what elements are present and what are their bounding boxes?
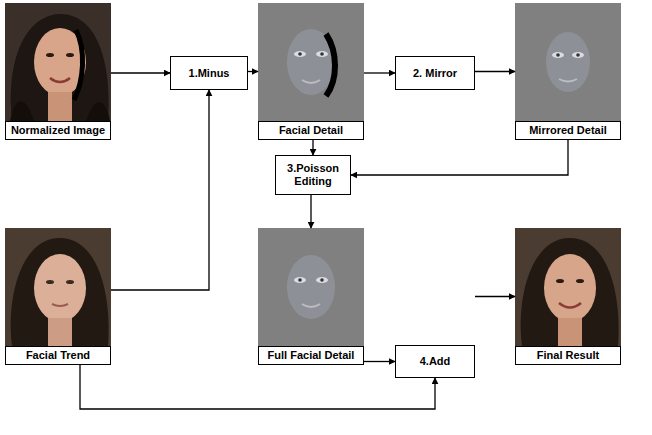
image-panel: Normalized Image bbox=[5, 3, 111, 140]
flow-arrow bbox=[364, 72, 395, 73]
flow-arrow bbox=[475, 71, 515, 72]
portrait-photo bbox=[5, 3, 111, 121]
image-caption-box: Facial Detail bbox=[258, 121, 364, 140]
process-label: 4.Add bbox=[420, 355, 451, 368]
process-label: 2. Mirror bbox=[413, 67, 457, 80]
mirrored-detail-image bbox=[515, 3, 621, 121]
full-facial-detail-image bbox=[258, 228, 364, 346]
flow-arrow bbox=[475, 296, 515, 297]
image-panel: Final Result bbox=[515, 228, 621, 365]
final-result-photo bbox=[515, 228, 621, 346]
facial-trend-photo bbox=[5, 228, 111, 346]
flow-arrow bbox=[310, 195, 311, 228]
flow-arrow bbox=[111, 90, 209, 290]
process-label: 3.Poisson Editing bbox=[280, 162, 346, 187]
process-box: 3.Poisson Editing bbox=[275, 155, 351, 195]
flow-arrow bbox=[248, 71, 258, 72]
image-caption: Normalized Image bbox=[11, 124, 105, 137]
flow-arrow bbox=[80, 365, 435, 409]
image-panel: Facial Detail bbox=[258, 3, 364, 140]
image-caption: Facial Trend bbox=[26, 349, 90, 362]
facial-detail-image bbox=[258, 3, 364, 121]
image-panel: Full Facial Detail bbox=[258, 228, 364, 365]
image-caption-box: Full Facial Detail bbox=[258, 346, 364, 365]
image-panel: Mirrored Detail bbox=[515, 3, 621, 140]
image-caption-box: Mirrored Detail bbox=[515, 121, 621, 140]
image-caption-box: Normalized Image bbox=[5, 121, 111, 140]
process-box: 1.Minus bbox=[170, 56, 248, 90]
process-box: 4.Add bbox=[395, 345, 475, 378]
flow-arrow bbox=[111, 72, 170, 73]
image-caption-box: Facial Trend bbox=[5, 346, 111, 365]
image-caption: Full Facial Detail bbox=[268, 349, 355, 362]
image-caption: Mirrored Detail bbox=[529, 124, 607, 137]
flow-arrow bbox=[312, 140, 313, 155]
image-caption-box: Final Result bbox=[515, 346, 621, 365]
image-caption: Facial Detail bbox=[279, 124, 343, 137]
image-caption: Final Result bbox=[537, 349, 599, 362]
flow-arrow bbox=[364, 361, 395, 362]
process-label: 1.Minus bbox=[189, 67, 230, 80]
flow-arrow bbox=[351, 140, 568, 175]
image-panel: Facial Trend bbox=[5, 228, 111, 365]
process-box: 2. Mirror bbox=[395, 56, 475, 90]
